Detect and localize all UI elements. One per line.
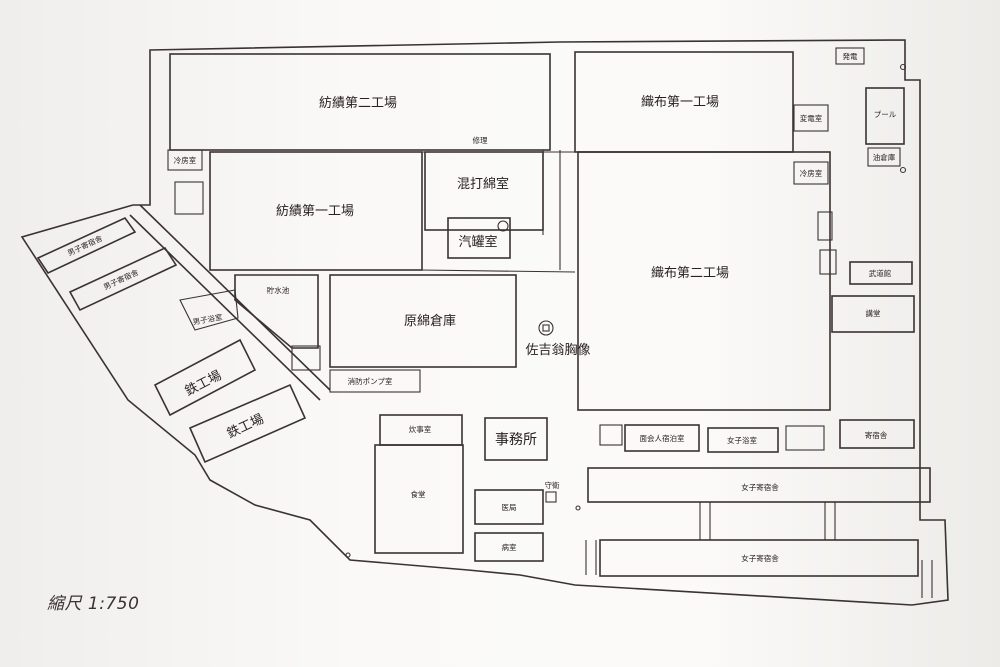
women-dorm-2 xyxy=(599,539,919,577)
scale-label: 縮尺 1:750 xyxy=(47,594,140,614)
label-weaving-2: 織布第二工場 xyxy=(651,266,729,281)
fire-pump-room xyxy=(329,369,421,393)
iron-works-1 xyxy=(153,338,257,417)
cooling-room-1 xyxy=(167,149,203,171)
label-women-dorm-1: 女子寄宿舎 xyxy=(741,482,779,492)
gate-markers xyxy=(345,63,907,558)
label-visitor-lodging: 面会人宿泊室 xyxy=(640,433,685,443)
cotton-warehouse xyxy=(329,274,517,368)
label-cooling-1: 冷房室 xyxy=(174,155,197,165)
men-bath xyxy=(179,289,239,331)
visitor-lodging xyxy=(624,424,700,452)
men-dorm-1 xyxy=(36,216,137,275)
label-water-tank: 貯水池 xyxy=(267,285,290,295)
dojo xyxy=(849,261,913,285)
oil-storage xyxy=(867,147,901,167)
label-fire-pump: 消防ポンプ室 xyxy=(348,376,393,386)
dormitory xyxy=(839,419,915,449)
label-men-bath: 男子浴室 xyxy=(192,311,224,326)
label-spinning-2: 紡績第二工場 xyxy=(319,96,397,111)
label-women-dorm-2: 女子寄宿舎 xyxy=(741,553,779,563)
spinning-factory-1 xyxy=(209,151,423,271)
label-dorm: 寄宿舎 xyxy=(865,430,888,440)
power-room xyxy=(835,47,865,65)
water-tank xyxy=(234,274,319,349)
clinic xyxy=(474,489,544,525)
lecture-hall xyxy=(831,295,915,333)
label-mixing: 混打綿室 xyxy=(457,176,509,192)
transformer-room xyxy=(793,104,829,132)
label-spinning-1: 紡績第一工場 xyxy=(276,204,354,219)
boiler-room xyxy=(447,217,511,259)
label-power: 発電 xyxy=(843,52,858,61)
label-cooling-3: 冷房室 xyxy=(800,168,823,178)
women-bath xyxy=(707,427,779,453)
label-sickroom: 病室 xyxy=(502,542,517,552)
label-kitchen: 炊事室 xyxy=(409,424,432,434)
label-transformer: 変電室 xyxy=(800,113,823,123)
label-oil-storage: 油倉庫 xyxy=(873,152,896,162)
label-repair: 修理 xyxy=(473,135,488,145)
men-dorm-2 xyxy=(68,246,178,312)
label-boiler: 汽罐室 xyxy=(458,234,497,250)
label-clinic: 医局 xyxy=(502,503,517,512)
label-dining: 食堂 xyxy=(411,489,426,499)
label-iron-works-1: 鉄工場 xyxy=(183,368,225,399)
label-dojo: 武道館 xyxy=(869,268,892,278)
label-lecture: 講堂 xyxy=(866,308,881,318)
label-men-dorm-2: 男子寄宿舎 xyxy=(102,267,141,292)
label-statue: 佐吉翁胸像 xyxy=(525,343,590,358)
label-guard: 守衛 xyxy=(545,480,560,490)
office-building xyxy=(484,417,548,461)
women-dorm-1 xyxy=(587,467,931,503)
pool xyxy=(865,87,905,145)
sickroom xyxy=(474,532,544,562)
guard-post xyxy=(545,491,557,503)
weaving-factory-2 xyxy=(577,151,831,411)
dining-hall xyxy=(374,444,464,554)
label-weaving-1: 織布第一工場 xyxy=(641,95,719,110)
spinning-factory-2 xyxy=(169,53,551,151)
label-pool: プール xyxy=(874,110,897,119)
site-boundary xyxy=(20,39,949,606)
label-women-bath: 女子浴室 xyxy=(727,435,757,445)
label-office: 事務所 xyxy=(495,432,537,448)
statue-icon xyxy=(538,320,554,336)
iron-works-2 xyxy=(188,383,307,464)
cooling-room-3 xyxy=(793,161,829,185)
label-cotton-warehouse: 原綿倉庫 xyxy=(404,314,456,329)
